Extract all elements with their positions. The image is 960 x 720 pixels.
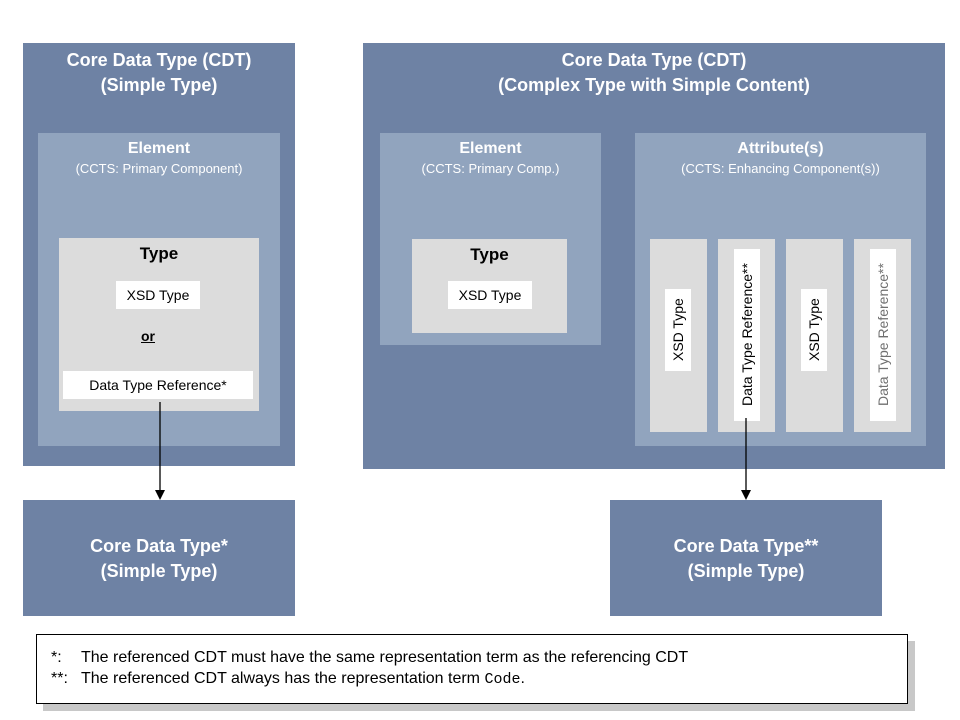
footnote-2-text: The referenced CDT always has the repres… — [81, 670, 481, 687]
left-type-label: Type — [139, 244, 179, 263]
footnote-1: *: The referenced CDT must have the same … — [51, 647, 907, 668]
left-cdt-box: Core Data Type (CDT) (Simple Type) Eleme… — [23, 43, 295, 466]
left-element-note: (CCTS: Primary Component) — [75, 161, 243, 176]
right-type-box: Type XSD Type — [412, 239, 567, 333]
footnote-box: *: The referenced CDT must have the same … — [36, 634, 908, 704]
left-data-type-reference: Data Type Reference* — [63, 371, 253, 399]
right-cdt-box: Core Data Type (CDT) (Complex Type with … — [363, 43, 945, 469]
bottom-left-line2: (Simple Type) — [100, 561, 218, 581]
right-element-box: Element (CCTS: Primary Comp.) Type XSD T… — [380, 133, 601, 345]
left-cdt-title-line1: Core Data Type (CDT) — [66, 50, 252, 70]
attributes-title: Attribute(s) — [737, 140, 824, 157]
left-reference-arrow — [155, 402, 165, 500]
right-type-label: Type — [470, 245, 509, 264]
left-element-box: Element (CCTS: Primary Component) Type X… — [38, 133, 280, 446]
left-or-label: or — [141, 328, 155, 344]
attr-col-2: Data Type Reference** — [718, 239, 775, 432]
attr-col-3: XSD Type — [786, 239, 843, 432]
attributes-box: Attribute(s) (CCTS: Enhancing Component(… — [635, 133, 926, 446]
right-element-title: Element — [459, 140, 522, 157]
right-xsd-type: XSD Type — [448, 281, 532, 309]
attr-col-1: XSD Type — [650, 239, 707, 432]
footnote-2-mark: **: — [51, 670, 68, 687]
left-type-box: Type XSD Type or Data Type Reference* — [59, 238, 259, 411]
bottom-right-cdt-box: Core Data Type** (Simple Type) — [610, 500, 882, 616]
bottom-right-line1: Core Data Type** — [673, 536, 819, 556]
left-cdt-title-line2: (Simple Type) — [100, 75, 218, 95]
footnote-2-end: . — [520, 670, 525, 687]
footnote-2-code: Code — [484, 671, 521, 688]
right-cdt-title-line1: Core Data Type (CDT) — [561, 50, 747, 70]
footnote-1-text: The referenced CDT must have the same re… — [81, 649, 689, 666]
right-element-note: (CCTS: Primary Comp.) — [421, 161, 560, 176]
attributes-note: (CCTS: Enhancing Component(s)) — [681, 161, 880, 176]
bottom-left-line1: Core Data Type* — [90, 536, 228, 556]
right-cdt-title: Core Data Type (CDT) (Complex Type with … — [363, 48, 945, 98]
left-cdt-title: Core Data Type (CDT) (Simple Type) — [23, 48, 295, 98]
left-element-title: Element — [127, 140, 191, 157]
bottom-left-cdt-box: Core Data Type* (Simple Type) — [23, 500, 295, 616]
left-xsd-type: XSD Type — [116, 281, 200, 309]
attr-col-4: Data Type Reference** — [854, 239, 911, 432]
right-cdt-title-line2: (Complex Type with Simple Content) — [498, 75, 810, 95]
right-reference-arrow — [741, 418, 751, 500]
footnote-1-mark: *: — [51, 649, 62, 666]
footnote-2: **: The referenced CDT always has the rep… — [51, 668, 907, 690]
bottom-right-line2: (Simple Type) — [687, 561, 805, 581]
